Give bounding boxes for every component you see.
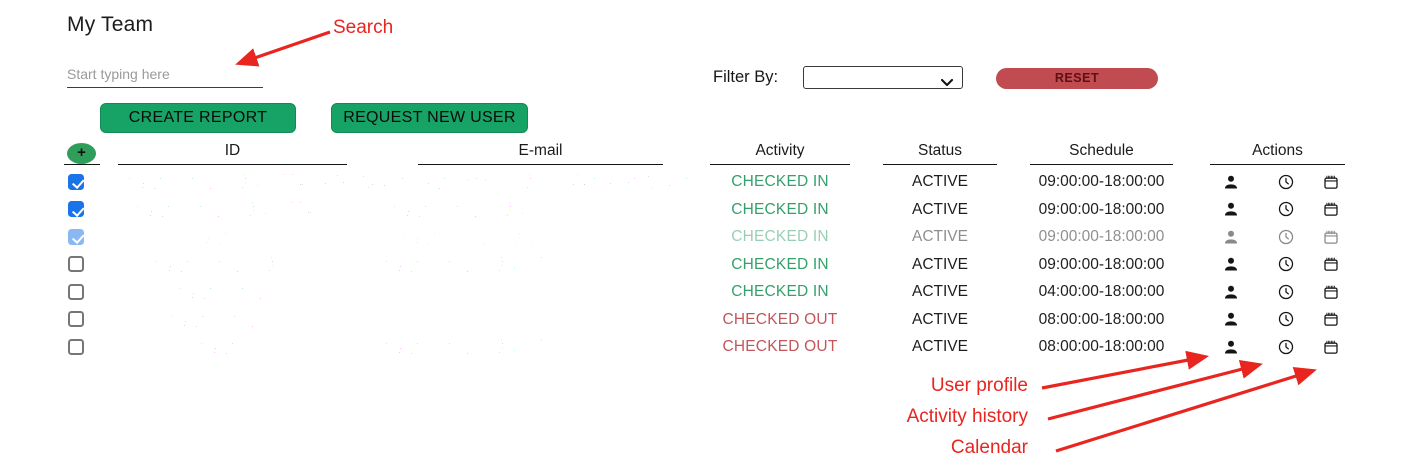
status-cell: ACTIVE: [912, 310, 968, 328]
calendar-icon[interactable]: [1322, 310, 1340, 328]
row-checkbox[interactable]: [68, 228, 84, 245]
row-checkbox[interactable]: [68, 338, 84, 355]
redacted-text: [362, 229, 540, 244]
redacted-text: [153, 229, 257, 244]
calendar-icon[interactable]: [1322, 283, 1340, 301]
request-new-user-button[interactable]: REQUEST NEW USER: [331, 103, 528, 133]
activity-history-icon[interactable]: [1277, 228, 1295, 246]
schedule-cell: 09:00:00-18:00:00: [1038, 228, 1165, 245]
redacted-text: [96, 201, 318, 217]
annotation-activity-history-label: Activity history: [906, 406, 1028, 427]
row-checkbox[interactable]: [68, 311, 84, 327]
activity-history-icon[interactable]: [1277, 338, 1295, 356]
calendar-icon[interactable]: [1322, 338, 1340, 356]
annotation-search-label: Search: [333, 17, 394, 38]
search-input[interactable]: [67, 60, 263, 88]
status-cell: ACTIVE: [912, 338, 968, 355]
status-cell: ACTIVE: [912, 283, 968, 300]
activity-cell: CHECKED OUT: [722, 310, 838, 328]
create-report-button[interactable]: CREATE REPORT: [100, 103, 296, 133]
annotation-calendar-label: Calendar: [950, 437, 1028, 458]
user-profile-icon[interactable]: [1222, 310, 1240, 328]
table-row: CHECKED IN ACTIVE 04:00:00-18:00:00: [0, 278, 1404, 306]
row-checkbox[interactable]: [68, 256, 84, 272]
schedule-cell: 09:00:00-18:00:00: [1038, 200, 1165, 218]
redacted-text: [130, 311, 273, 327]
redacted-text: [88, 174, 690, 189]
column-header-actions: Actions: [1210, 142, 1345, 165]
table-body: CHECKED IN ACTIVE 09:00:00-18:00:00 CHEC…: [0, 168, 1404, 361]
schedule-cell: 08:00:00-18:00:00: [1038, 310, 1165, 328]
activity-history-icon[interactable]: [1277, 173, 1295, 191]
activity-history-icon[interactable]: [1277, 200, 1295, 218]
row-checkbox[interactable]: [68, 283, 84, 300]
table-row: CHECKED IN ACTIVE 09:00:00-18:00:00: [0, 196, 1404, 224]
redacted-text: [353, 201, 540, 217]
column-header-add: [64, 142, 100, 165]
redacted-text: [345, 339, 545, 354]
status-cell: ACTIVE: [912, 255, 968, 273]
column-header-id: ID: [118, 142, 347, 165]
status-cell: ACTIVE: [912, 228, 968, 245]
reset-button[interactable]: RESET: [996, 68, 1158, 89]
plus-icon: +: [77, 144, 86, 161]
calendar-icon[interactable]: [1322, 173, 1340, 191]
table-row: CHECKED OUT ACTIVE 08:00:00-18:00:00: [0, 306, 1404, 334]
column-header-email: E-mail: [418, 142, 663, 165]
column-header-schedule: Schedule: [1030, 142, 1173, 165]
redacted-text: [138, 284, 270, 299]
user-profile-icon[interactable]: [1222, 338, 1240, 356]
redacted-text: [160, 339, 248, 354]
add-user-button[interactable]: +: [67, 143, 96, 164]
user-profile-icon[interactable]: [1222, 200, 1240, 218]
user-profile-icon[interactable]: [1222, 283, 1240, 301]
activity-history-icon[interactable]: [1277, 255, 1295, 273]
schedule-cell: 08:00:00-18:00:00: [1038, 338, 1165, 355]
calendar-icon[interactable]: [1322, 228, 1340, 246]
schedule-cell: 09:00:00-18:00:00: [1038, 173, 1165, 190]
annotation-user-profile-label: User profile: [930, 375, 1028, 396]
activity-history-icon[interactable]: [1277, 310, 1295, 328]
column-header-status: Status: [883, 142, 997, 165]
table-row: CHECKED OUT ACTIVE 08:00:00-18:00:00: [0, 333, 1404, 361]
column-header-activity: Activity: [710, 142, 850, 165]
activity-cell: CHECKED OUT: [722, 338, 838, 355]
user-profile-icon[interactable]: [1222, 255, 1240, 273]
status-cell: ACTIVE: [912, 200, 968, 218]
table-row: CHECKED IN ACTIVE 09:00:00-18:00:00: [0, 168, 1404, 196]
redacted-text: [115, 256, 280, 272]
page-title: My Team: [67, 13, 154, 36]
activity-cell: CHECKED IN: [731, 173, 829, 190]
chevron-down-icon: [940, 74, 954, 92]
activity-cell: CHECKED IN: [731, 200, 829, 218]
table-row: CHECKED IN ACTIVE 09:00:00-18:00:00: [0, 251, 1404, 279]
activity-cell: CHECKED IN: [731, 255, 829, 273]
schedule-cell: 04:00:00-18:00:00: [1038, 283, 1165, 300]
activity-cell: CHECKED IN: [731, 228, 829, 245]
calendar-icon[interactable]: [1322, 200, 1340, 218]
filter-by-label: Filter By:: [713, 68, 779, 86]
filter-select[interactable]: [803, 66, 963, 89]
row-checkbox[interactable]: [68, 173, 84, 190]
redacted-text: [345, 256, 542, 272]
activity-cell: CHECKED IN: [731, 283, 829, 300]
activity-history-icon[interactable]: [1277, 283, 1295, 301]
status-cell: ACTIVE: [912, 173, 968, 190]
table-row: CHECKED IN ACTIVE 09:00:00-18:00:00: [0, 223, 1404, 251]
user-profile-icon[interactable]: [1222, 228, 1240, 246]
user-profile-icon[interactable]: [1222, 173, 1240, 191]
schedule-cell: 09:00:00-18:00:00: [1038, 255, 1165, 273]
calendar-icon[interactable]: [1322, 255, 1340, 273]
row-checkbox[interactable]: [68, 201, 84, 217]
